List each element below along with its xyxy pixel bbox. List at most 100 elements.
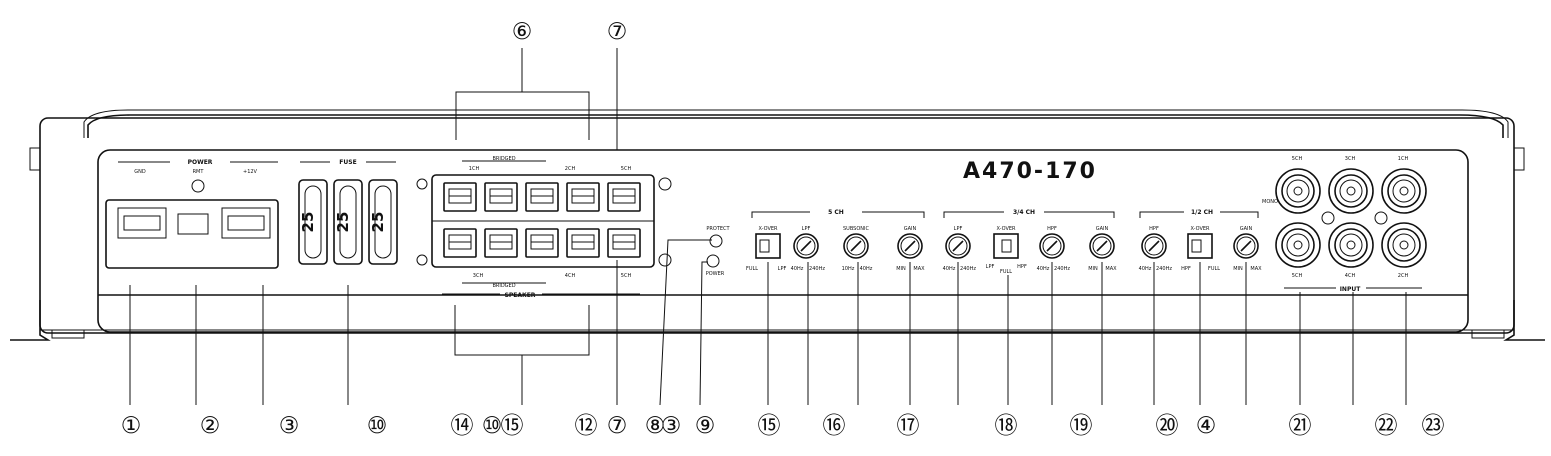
34ch-xover-label: X-OVER — [996, 226, 1016, 232]
speaker-terminal-slot[interactable] — [607, 182, 641, 212]
fuse-2-rating: 25 — [334, 212, 352, 233]
callout-1: ① — [121, 413, 142, 439]
callout-18: ⑱ — [995, 413, 1018, 439]
callout-17: ⑰ — [897, 413, 920, 439]
34ch-xover-switch[interactable] — [993, 233, 1019, 259]
callout-7-bottom: ⑦ — [607, 413, 628, 439]
led-section: PROTECT POWER — [706, 226, 731, 277]
callout-7-top: ⑦ — [607, 19, 628, 45]
power-terminal-block[interactable] — [105, 199, 279, 269]
input-bot-2ch: 2CH — [1398, 273, 1409, 279]
rca-input-jack[interactable] — [1275, 168, 1321, 214]
34ch-xover-lpf: LPF — [986, 264, 995, 270]
34ch-gain-knob[interactable] — [1089, 233, 1115, 259]
5ch-gain-label: GAIN — [904, 226, 917, 232]
gnd-terminal[interactable] — [117, 207, 167, 239]
bridged-top-label: BRIDGED — [492, 156, 515, 162]
rca-input-jack[interactable] — [1381, 168, 1427, 214]
12ch-hpf-max: 240Hz — [1156, 266, 1172, 272]
input-title: INPUT — [1340, 286, 1362, 293]
power-led — [706, 254, 720, 268]
rca-input-jack[interactable] — [1381, 222, 1427, 268]
input-top-1ch: 1CH — [1398, 156, 1409, 162]
speaker-terminal-slot[interactable] — [484, 182, 518, 212]
bridged-bottom-label: BRIDGED — [492, 283, 515, 289]
spk-bot-5ch: 5CH — [621, 273, 632, 279]
protect-label: PROTECT — [706, 226, 730, 232]
callout-lines-bottom — [129, 239, 1407, 406]
callout-4: ④ — [1196, 413, 1217, 439]
section-12ch: 1/2 CH HPF 40Hz 240Hz X-OVER HPF FULL GA… — [1139, 209, 1263, 272]
power-section: POWER GND RMT +12V — [105, 159, 279, 269]
callout-9: ⑨ — [695, 413, 716, 439]
34ch-hpf-knob[interactable] — [1039, 233, 1065, 259]
5ch-xover-full: FULL — [746, 266, 758, 272]
remote-screw — [191, 179, 205, 193]
12ch-xover-label: X-OVER — [1190, 226, 1210, 232]
callout-22: ㉒ — [1375, 413, 1398, 439]
section-5ch-title: 5 CH — [828, 209, 844, 216]
34ch-lpf-max: 240Hz — [960, 266, 976, 272]
rca-input-jack[interactable] — [1328, 222, 1374, 268]
speaker-slots[interactable] — [443, 182, 641, 258]
speaker-terminal-slot[interactable] — [607, 228, 641, 258]
section-34ch: 3/4 CH LPF 40Hz 240Hz X-OVER LPF FULL HP… — [943, 209, 1118, 275]
12v-terminal[interactable] — [221, 207, 271, 239]
fuse-1[interactable]: 25 — [298, 179, 328, 265]
rca-jacks[interactable] — [1275, 168, 1427, 268]
12v-label: +12V — [243, 169, 258, 175]
input-top-5ch: 5CH — [1292, 156, 1303, 162]
34ch-gain-label: GAIN — [1096, 226, 1109, 232]
callout-23: ㉓ — [1422, 413, 1445, 439]
34ch-gain-max: MAX — [1105, 266, 1117, 272]
12ch-xover-full: FULL — [1208, 266, 1220, 272]
12ch-gain-min: MIN — [1233, 266, 1243, 272]
speaker-terminal-slot[interactable] — [566, 182, 600, 212]
5ch-gain-knob[interactable] — [897, 233, 923, 259]
speaker-terminal-slot[interactable] — [525, 182, 559, 212]
12ch-hpf-min: 40Hz — [1139, 266, 1152, 272]
fuse-title: FUSE — [339, 159, 356, 166]
input-top-3ch: 3CH — [1345, 156, 1356, 162]
5ch-lpf-knob[interactable] — [793, 233, 819, 259]
model-name: A470-170 — [963, 159, 1097, 184]
34ch-xover-hpf: HPF — [1017, 264, 1027, 270]
speaker-terminal-slot[interactable] — [443, 228, 477, 258]
5ch-subsonic-knob[interactable] — [843, 233, 869, 259]
power-led-label: POWER — [706, 271, 725, 277]
5ch-xover-switch[interactable] — [755, 233, 781, 259]
speaker-terminal-slot[interactable] — [566, 228, 600, 258]
callout-3b: ③ — [661, 413, 682, 439]
spk-top-2ch: 2CH — [565, 166, 576, 172]
fuse-2[interactable]: 25 — [333, 179, 363, 265]
12ch-gain-max: MAX — [1250, 266, 1262, 272]
12ch-hpf-knob[interactable] — [1141, 233, 1167, 259]
callout-20: ⑳ — [1156, 413, 1179, 439]
speaker-terminal-slot[interactable] — [443, 182, 477, 212]
rca-input-jack[interactable] — [1275, 222, 1321, 268]
rca-input-jack[interactable] — [1328, 168, 1374, 214]
12ch-hpf-label: HPF — [1149, 226, 1159, 232]
12ch-gain-knob[interactable] — [1233, 233, 1259, 259]
callout-15a: ⑮ — [501, 413, 524, 439]
callout-3: ③ — [279, 413, 300, 439]
5ch-subsonic-min: 10Hz — [842, 266, 855, 272]
5ch-xover-lpf: LPF — [778, 266, 787, 272]
rmt-terminal[interactable] — [177, 213, 209, 235]
speaker-terminal-slot[interactable] — [525, 228, 559, 258]
spk-top-5ch: 5CH — [621, 166, 632, 172]
34ch-hpf-label: HPF — [1047, 226, 1057, 232]
5ch-subsonic-label: SUBSONIC — [843, 226, 870, 232]
fuse-3[interactable]: 25 — [368, 179, 398, 265]
5ch-lpf-label: LPF — [802, 226, 811, 232]
chassis — [10, 109, 1545, 341]
34ch-lpf-min: 40Hz — [943, 266, 956, 272]
callout-12: ⑫ — [575, 413, 598, 439]
speaker-terminal-slot[interactable] — [484, 228, 518, 258]
callout-6: ⑥ — [512, 19, 533, 45]
5ch-gain-max: MAX — [913, 266, 925, 272]
34ch-hpf-min: 40Hz — [1037, 266, 1050, 272]
34ch-lpf-knob[interactable] — [945, 233, 971, 259]
12ch-xover-switch[interactable] — [1187, 233, 1213, 259]
